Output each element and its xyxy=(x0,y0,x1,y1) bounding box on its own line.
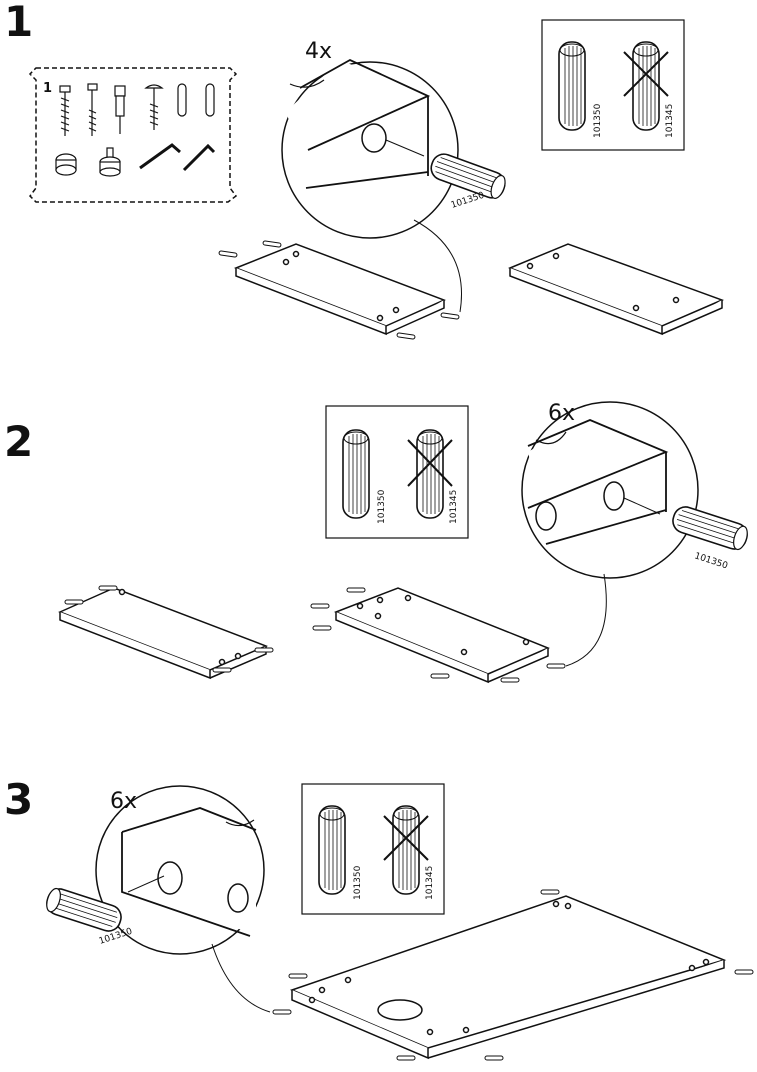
dowel-compare-box: 101350 101345 xyxy=(325,405,469,539)
wrong-dowel-icon xyxy=(632,41,660,131)
wrong-part-number: 101345 xyxy=(425,866,435,900)
bolt-icon xyxy=(144,84,164,130)
dowel-part-number: 101350 xyxy=(693,551,729,571)
dowel-compare-box: 101350 101345 xyxy=(301,783,445,915)
dowel-icon xyxy=(430,153,506,200)
screw-icon xyxy=(87,83,98,136)
dowel-compare-box: 101350 101345 xyxy=(541,19,685,151)
wrong-part-number: 101345 xyxy=(449,490,459,524)
zoom-detail: 101350 6x xyxy=(46,785,271,1013)
bag-number: 1 xyxy=(43,81,52,96)
wrong-part-number: 101345 xyxy=(665,104,675,138)
panel-large xyxy=(272,889,754,1061)
cross-icon xyxy=(407,439,453,487)
quantity-label: 4x xyxy=(305,39,332,64)
quantity-label: 6x xyxy=(110,789,137,814)
zoom-detail: 101350 6x xyxy=(521,401,748,667)
dowel-icon xyxy=(672,506,748,551)
dowel-icon xyxy=(177,83,215,117)
correct-part-number: 101350 xyxy=(353,865,363,900)
step-number: 1 xyxy=(4,0,33,46)
hardware-bag: 1 xyxy=(28,67,238,203)
wrong-dowel-icon xyxy=(392,805,420,895)
allen-key-icon xyxy=(139,143,216,172)
cam-lock-icon xyxy=(55,153,77,176)
quantity-label: 6x xyxy=(548,401,575,426)
cross-icon xyxy=(383,815,429,861)
correct-dowel-icon xyxy=(342,429,370,519)
panel-left xyxy=(58,585,274,680)
correct-part-number: 101350 xyxy=(593,103,603,138)
dowel-part-number: 101350 xyxy=(450,191,486,211)
cross-icon xyxy=(623,51,669,97)
correct-dowel-icon xyxy=(558,41,586,131)
foot-icon xyxy=(99,147,121,177)
correct-dowel-icon xyxy=(318,805,346,895)
dowel-icon xyxy=(46,887,122,932)
step-number: 3 xyxy=(4,775,33,824)
zoom-detail: 101350 4x xyxy=(281,39,506,313)
step-1: 1 1 xyxy=(4,0,725,340)
screw-icon xyxy=(59,85,71,136)
step-3: 3 101350 101345 xyxy=(4,775,754,1061)
wrong-dowel-icon xyxy=(416,429,444,519)
step-2: 2 101350 101345 xyxy=(4,401,748,684)
panel-right xyxy=(507,243,725,336)
step-number: 2 xyxy=(4,417,33,466)
cam-bolt-icon xyxy=(114,85,126,134)
correct-part-number: 101350 xyxy=(377,489,387,524)
panel-left xyxy=(218,240,460,340)
panel-center xyxy=(310,587,566,684)
